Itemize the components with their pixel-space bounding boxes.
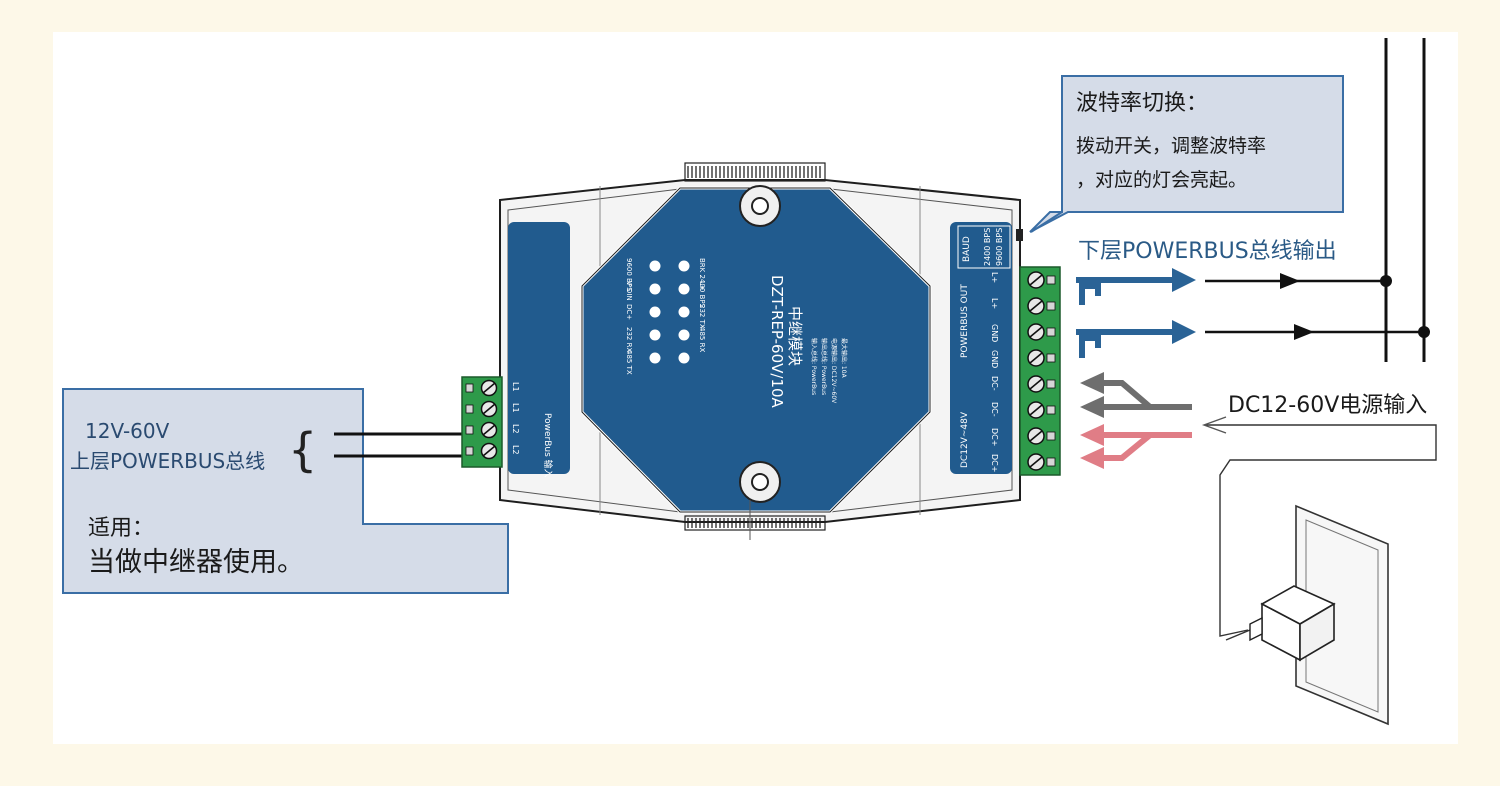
status-led [649,329,661,341]
input-terminal-label: L2 [511,424,520,434]
baud-callout-title: 波特率切换： [1076,91,1208,116]
status-led [678,260,690,272]
led-label: BRK 2400 BPS [698,258,706,309]
output-side-panel [950,222,1012,474]
repeater-module: PowerBus 输入 BAUD 2400 BPS 9600 BPS POWER… [499,162,1023,540]
input-side-panel [508,222,570,474]
module-name: DZT-REP-60V/10A [768,275,786,409]
bottom-vent-ribs [684,515,826,531]
right-terminal-labels: L+ L+ GND GND DC- DC- DC+ DC+ [990,272,999,472]
status-led [649,352,661,364]
usage-text: 当做中继器使用。 [88,547,304,578]
module-subname: 中继模块 [786,306,804,366]
led-label: 232 TX [698,304,706,329]
spec-line: 输入总线: PowerBus [810,338,818,395]
output-terminal-label: DC- [990,376,999,391]
status-led [649,306,661,318]
output-terminal-label: DC+ [990,428,999,446]
dc-group-label: DC12V~48V [960,411,970,468]
status-led [649,260,661,272]
spec-line: 输出总线: PowerBus [820,338,828,395]
status-led [678,306,690,318]
input-terminal-label: L1 [511,382,520,392]
output-terminal-label: DC+ [990,454,999,472]
output-terminal-block [1019,266,1061,476]
status-led [678,283,690,295]
output-terminal-label: GND [990,350,999,368]
spec-line: 最大输出: 10A [840,338,848,379]
power-input-label: DC12-60V电源输入 [1228,393,1427,418]
baud-callout-line2: ，对应的灯会亮起。 [1076,169,1247,191]
input-terminal-label: L1 [511,403,520,413]
out-group-label: POWERBUS OUT [960,284,970,358]
dc-minus-arrows [1080,372,1192,418]
dc-plus-arrows [1080,424,1192,469]
output-bus-label: 下层POWERBUS总线输出 [1078,239,1337,264]
input-voltage-label: 12V-60V [85,419,170,443]
status-led [649,283,661,295]
baud-box [957,225,1011,269]
mount-hole-icon [739,461,781,503]
mount-hole-icon [739,185,781,227]
input-callout: 12V-60V 上层POWERBUS总线 { 适用： 当做中继器使用。 [62,388,509,594]
downstream-bus-lines [1205,38,1430,362]
input-bus-label: 上层POWERBUS总线 [70,449,265,473]
status-leds [649,260,690,364]
led-label: 9600 BPS [625,258,633,292]
output-terminal-label: GND [990,324,999,342]
output-terminal-label: DC- [990,402,999,417]
usage-title: 适用： [88,516,154,541]
status-led [678,329,690,341]
led-label: 232 RX [625,327,633,352]
input-panel-title: PowerBus 输入 [542,413,554,478]
output-arrows [1076,268,1196,358]
output-terminal-label: L+ [990,272,999,283]
led-label: L+ [698,281,706,291]
led-label: 485 RX [698,327,706,352]
led-label: V DIN [625,281,633,301]
baud-option-2400: 2400 BPS [983,228,992,266]
power-adapter-icon [1249,585,1336,662]
top-vent-ribs [684,162,826,182]
baud-callout-line1: 拨动开关，调整波特率 [1076,135,1266,157]
led-label: DC+ [625,304,633,320]
baud-label: BAUD [962,236,972,262]
input-brace: { [288,423,317,477]
led-label: 485 TX [625,350,633,375]
input-wires [334,432,475,458]
status-led [678,352,690,364]
input-terminal-label: L2 [511,445,520,455]
output-terminal-label: L+ [990,298,999,309]
baud-callout: 波特率切换： 拨动开关，调整波特率 ，对应的灯会亮起。 [1029,75,1344,233]
baud-dip-switch[interactable] [1016,229,1023,241]
baud-option-9600: 9600 BPS [995,228,1004,266]
spec-line: 电源输出: DC12V~60V [830,338,838,404]
